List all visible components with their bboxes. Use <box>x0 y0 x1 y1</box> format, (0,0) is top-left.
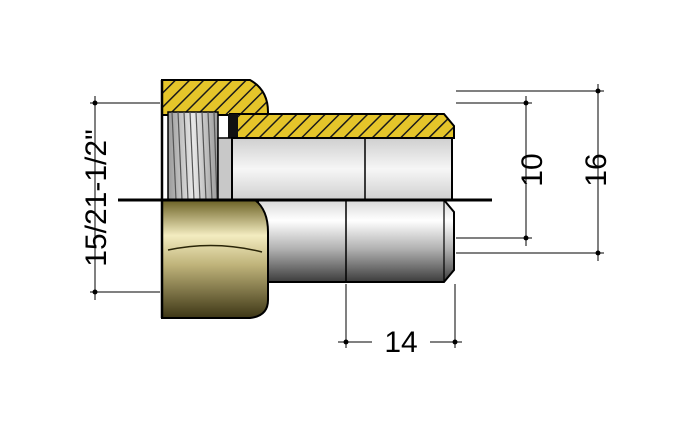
tailpiece-section-top <box>229 113 455 139</box>
length-label: 14 <box>384 326 417 359</box>
nut-exterior <box>161 199 269 319</box>
thread-lines <box>171 111 218 201</box>
thread-gap <box>217 137 233 201</box>
dimension-thread <box>90 96 160 300</box>
tailpiece-exterior <box>257 199 455 283</box>
bore-top <box>231 137 453 201</box>
thread-label: 15/21-1/2" <box>80 129 113 266</box>
dimension-outer <box>456 84 604 261</box>
nut-hex-edge <box>167 244 263 253</box>
nut-section-top <box>161 79 269 116</box>
seal-ring <box>228 114 238 138</box>
dimension-inner <box>456 96 532 246</box>
inner-diameter-label: 10 <box>516 153 549 186</box>
outer-diameter-label: 16 <box>580 153 613 186</box>
